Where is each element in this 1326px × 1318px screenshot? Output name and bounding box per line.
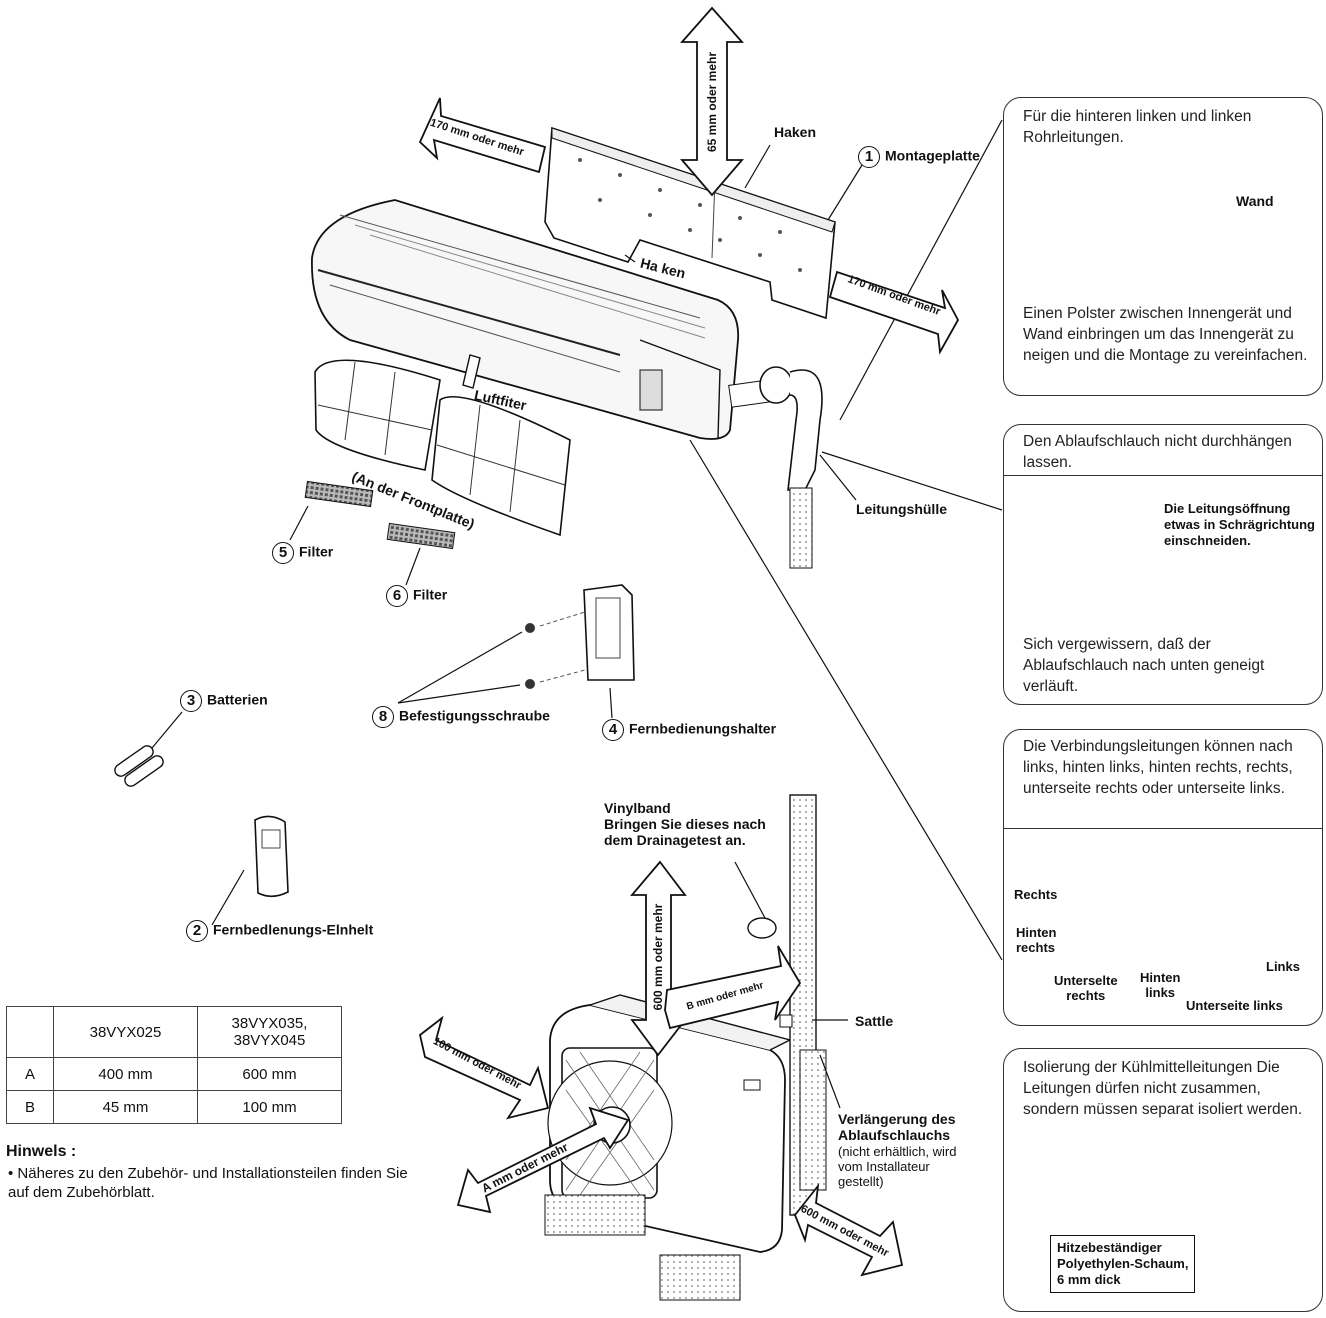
panel2-note: Sich vergewissern, daß der Ablaufschlauc… — [1023, 636, 1265, 695]
dir-unterseite-links: Unterseite links — [1186, 998, 1283, 1013]
fernbedienungs-einheit-text: Fernbedlenungs-Elnhelt — [213, 921, 374, 938]
label-fernbedienungshalter: 4 Fernbedienungshalter — [602, 719, 776, 741]
befestigungsschraube-text: Befestigungsschraube — [399, 707, 550, 724]
label-verlaengerung: Verlängerung des Ablaufschlauchs — [838, 1111, 956, 1143]
label-haken-top: Haken — [774, 124, 817, 140]
table-header-cell: 38VYX035, 38VYX045 — [197, 1006, 342, 1058]
filter5-text: Filter — [299, 543, 334, 560]
panel-drain-hose: Den Ablaufschlauch nicht durchhängen las… — [1003, 424, 1323, 705]
dir-rechts: Rechts — [1014, 887, 1058, 902]
label-leitungshuelle: Leitungshülle — [856, 501, 947, 517]
remote-holder-part — [525, 584, 635, 689]
table-cell: A — [6, 1057, 54, 1091]
panel4-foam-label: Hitzebeständiger Polyethylen-Schaum, 6 m… — [1050, 1235, 1196, 1293]
label-sattle: Sattle — [855, 1013, 894, 1029]
panel2-cut-note: Die Leitungsöffnung etwas in Schrägricht… — [1164, 501, 1315, 548]
table-header-cell: 38VYX025 — [53, 1006, 198, 1058]
dir-hinten-links: Hinten links — [1140, 970, 1181, 1000]
number-6: 6 — [386, 585, 408, 607]
batteries-part — [114, 711, 183, 787]
label-befestigungsschraube: 8 Befestigungsschraube — [372, 706, 550, 728]
table-cell: 45 mm — [53, 1090, 198, 1124]
label-verlaengerung-note: (nicht erhältlich, wird vom Installateur… — [838, 1144, 957, 1189]
remote-control-part — [211, 815, 289, 926]
number-3: 3 — [180, 690, 202, 712]
panel3-divider — [1004, 828, 1322, 829]
panel1-wand-label: Wand — [1236, 193, 1274, 209]
table-row: B 45 mm 100 mm — [6, 1090, 342, 1124]
filter-arrow — [462, 354, 481, 389]
dir-unterseite-rechts: Unterselte rechts — [1054, 973, 1118, 1003]
number-1: 1 — [858, 146, 880, 168]
panel2-divider — [1004, 475, 1322, 476]
label-filter-5: 5 Filter — [272, 542, 333, 564]
panel-refrigerant-insulation: Isolierung der Kühlmittelleitungen Die L… — [1003, 1048, 1323, 1312]
dir-hinten-rechts: Hinten rechts — [1016, 925, 1057, 955]
montageplatte-text: Montageplatte — [885, 147, 980, 164]
indoor-leader-lines — [289, 119, 1003, 961]
filter-5-part — [304, 480, 374, 508]
note-title: Hinwels : — [6, 1143, 77, 1160]
number-4: 4 — [602, 719, 624, 741]
note-text: • Näheres zu den Zubehör- und Installati… — [8, 1165, 408, 1201]
table-row: A 400 mm 600 mm — [6, 1057, 342, 1091]
clearance-top-65: 65 mm oder mehr — [705, 51, 719, 153]
table-cell: 100 mm — [197, 1090, 342, 1124]
fernbedienungshalter-text: Fernbedienungshalter — [629, 720, 777, 737]
wall-pipe — [734, 794, 848, 1216]
label-filter-6: 6 Filter — [386, 585, 447, 607]
dir-links: Links — [1266, 959, 1300, 974]
table-cell: B — [6, 1090, 54, 1124]
table-header-cell — [6, 1006, 54, 1058]
panel1-note: Einen Polster zwischen Innengerät und Wa… — [1023, 305, 1308, 364]
table-cell: 600 mm — [197, 1057, 342, 1091]
spec-table: 38VYX025 38VYX035, 38VYX045 A 400 mm 600… — [6, 1006, 342, 1124]
label-fernbedienungs-einheit: 2 Fernbedlenungs-Elnhelt — [186, 920, 373, 942]
panel4-text: Isolierung der Kühlmittelleitungen Die L… — [1023, 1059, 1303, 1118]
piping — [728, 366, 823, 569]
mounting-plate — [544, 126, 836, 320]
label-vinylband: Vinylband Bringen Sie dieses nach dem Dr… — [604, 800, 766, 848]
screw-leader-lines — [397, 631, 613, 719]
label-montageplatte: 1 Montageplatte — [858, 146, 980, 168]
panel2-text: Den Ablaufschlauch nicht durchhängen las… — [1023, 433, 1292, 471]
clearance-outdoor-600-top: 600 mm oder mehr — [651, 903, 665, 1011]
batterien-text: Batterien — [207, 691, 268, 708]
table-header-row: 38VYX025 38VYX035, 38VYX045 — [6, 1006, 342, 1058]
clearance-arrows — [418, 6, 960, 1277]
label-batterien: 3 Batterien — [180, 690, 268, 712]
table-cell: 400 mm — [53, 1057, 198, 1091]
panel1-text: Für die hinteren linken und linken Rohrl… — [1023, 108, 1252, 146]
number-8: 8 — [372, 706, 394, 728]
panel3-text: Die Verbindungsleitungen können nach lin… — [1023, 738, 1293, 797]
panel-piping-directions: Die Verbindungsleitungen können nach lin… — [1003, 729, 1323, 1026]
air-filters — [314, 359, 571, 537]
number-5: 5 — [272, 542, 294, 564]
filter6-text: Filter — [413, 586, 448, 603]
filter-6-part — [386, 522, 456, 550]
panel-rear-left-piping: Für die hinteren linken und linken Rohrl… — [1003, 97, 1323, 396]
number-2: 2 — [186, 920, 208, 942]
